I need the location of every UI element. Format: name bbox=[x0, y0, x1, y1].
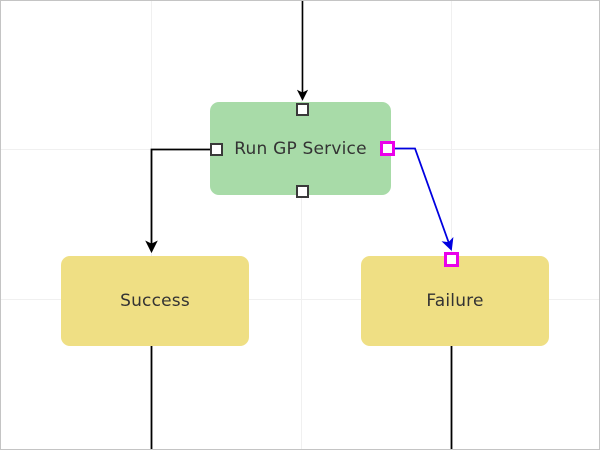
port-top-run-gp-service[interactable] bbox=[296, 103, 309, 116]
node-failure[interactable]: Failure bbox=[361, 256, 549, 346]
edge-to-success[interactable] bbox=[145, 148, 212, 254]
node-label-success: Success bbox=[120, 291, 190, 311]
port-right-run-gp-service-selected[interactable] bbox=[380, 141, 395, 156]
node-success[interactable]: Success bbox=[61, 256, 249, 346]
node-label-failure: Failure bbox=[426, 291, 484, 311]
port-top-failure-selected[interactable] bbox=[444, 252, 459, 267]
node-label-run-gp-service: Run GP Service bbox=[234, 138, 367, 159]
edge-to-failure[interactable] bbox=[395, 147, 454, 251]
port-left-run-gp-service[interactable] bbox=[210, 143, 223, 156]
port-bottom-run-gp-service[interactable] bbox=[296, 185, 309, 198]
node-run-gp-service[interactable]: Run GP Service bbox=[210, 102, 391, 195]
